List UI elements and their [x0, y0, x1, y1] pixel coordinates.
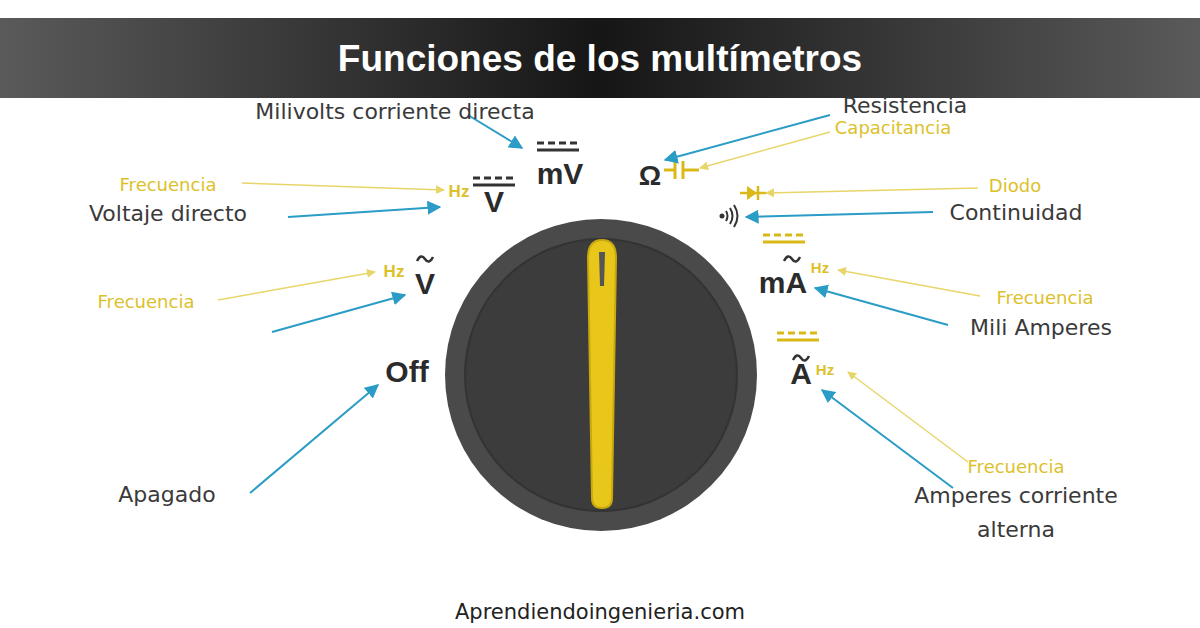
- dial-symbol: A: [790, 357, 812, 392]
- function-label: Resistencia: [843, 93, 968, 118]
- dial-pointer: [588, 240, 616, 508]
- page-title: Funciones de los multímetros: [0, 36, 1200, 82]
- function-label: Frecuencia: [120, 175, 217, 196]
- dial-symbol: Hz: [384, 262, 405, 282]
- leader-line: [250, 115, 953, 493]
- function-label: Capacitancia: [835, 118, 951, 139]
- function-label: Mili Amperes: [970, 315, 1112, 340]
- function-label: Frecuencia: [997, 288, 1094, 309]
- function-label: Voltaje directo: [89, 201, 247, 226]
- dial-symbol: V: [484, 185, 504, 220]
- dial-symbol: mA: [759, 266, 807, 301]
- watermark: Aprendiendoingenieria.com: [455, 600, 745, 624]
- capacitor-symbol: [664, 161, 699, 179]
- dial-symbol: Hz: [816, 361, 834, 378]
- function-label: Milivolts corriente directa: [255, 99, 534, 124]
- dial-symbol: Ω: [639, 160, 661, 192]
- function-label: Frecuencia: [98, 292, 195, 313]
- function-label: Frecuencia: [968, 457, 1065, 478]
- dial-symbol: mV: [537, 157, 584, 192]
- function-label: Apagado: [118, 482, 215, 507]
- continuity-symbol: [721, 205, 738, 227]
- dial-inner: [465, 239, 737, 511]
- title-bar: [0, 18, 1200, 98]
- leader-line: [218, 132, 980, 462]
- dial-symbol: Off: [385, 355, 428, 390]
- function-label: Diodo: [989, 176, 1041, 197]
- ac-symbol: [417, 256, 809, 360]
- dial-outer: [445, 219, 757, 531]
- dial-symbol: Hz: [449, 182, 470, 202]
- function-label: Amperes corriente alterna: [891, 479, 1141, 547]
- dial-symbol: Hz: [811, 259, 829, 276]
- function-label: Continuidad: [950, 200, 1083, 225]
- diode-symbol: [740, 186, 766, 200]
- dial-symbol: V: [415, 267, 435, 302]
- pointer-mark: [599, 252, 605, 286]
